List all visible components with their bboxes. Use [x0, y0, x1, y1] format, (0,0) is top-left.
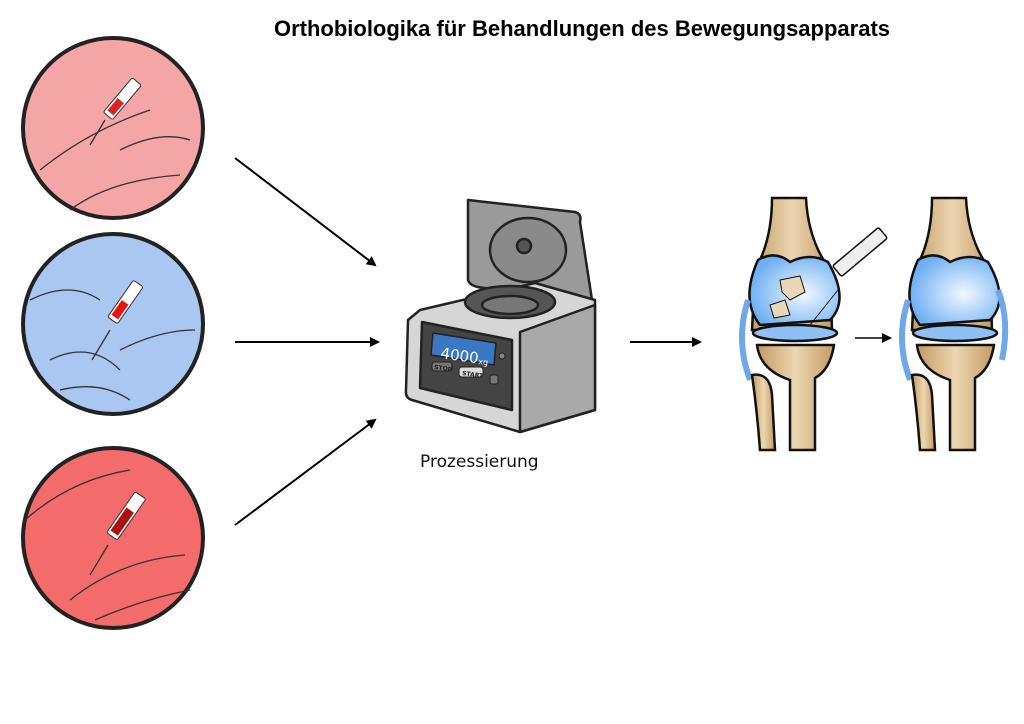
arrow-top: [234, 157, 377, 267]
diagram-title: Orthobiologika für Behandlungen des Bewe…: [273, 16, 891, 41]
centrifuge-icon: [404, 198, 597, 434]
centrifuge-stop-button: STOP: [434, 364, 453, 374]
blood-draw-circle-bottom: [21, 446, 205, 630]
knee-injured-icon: [739, 196, 888, 452]
blood-draw-circle-top: [21, 36, 205, 220]
centrifuge-display-value: 4000: [439, 344, 479, 367]
syringe-icon: [89, 77, 142, 146]
centrifuge-display-unit: xg: [478, 357, 489, 367]
processing-label: Prozessierung: [420, 452, 539, 472]
arrow-bottom: [234, 418, 377, 526]
syringe-icon: [89, 491, 146, 576]
blood-draw-circle-middle: [21, 232, 205, 416]
syringe-icon: [809, 227, 888, 326]
centrifuge-start-button: START: [462, 370, 485, 380]
syringe-icon: [91, 280, 143, 361]
knee-healed-icon: [899, 196, 1009, 452]
